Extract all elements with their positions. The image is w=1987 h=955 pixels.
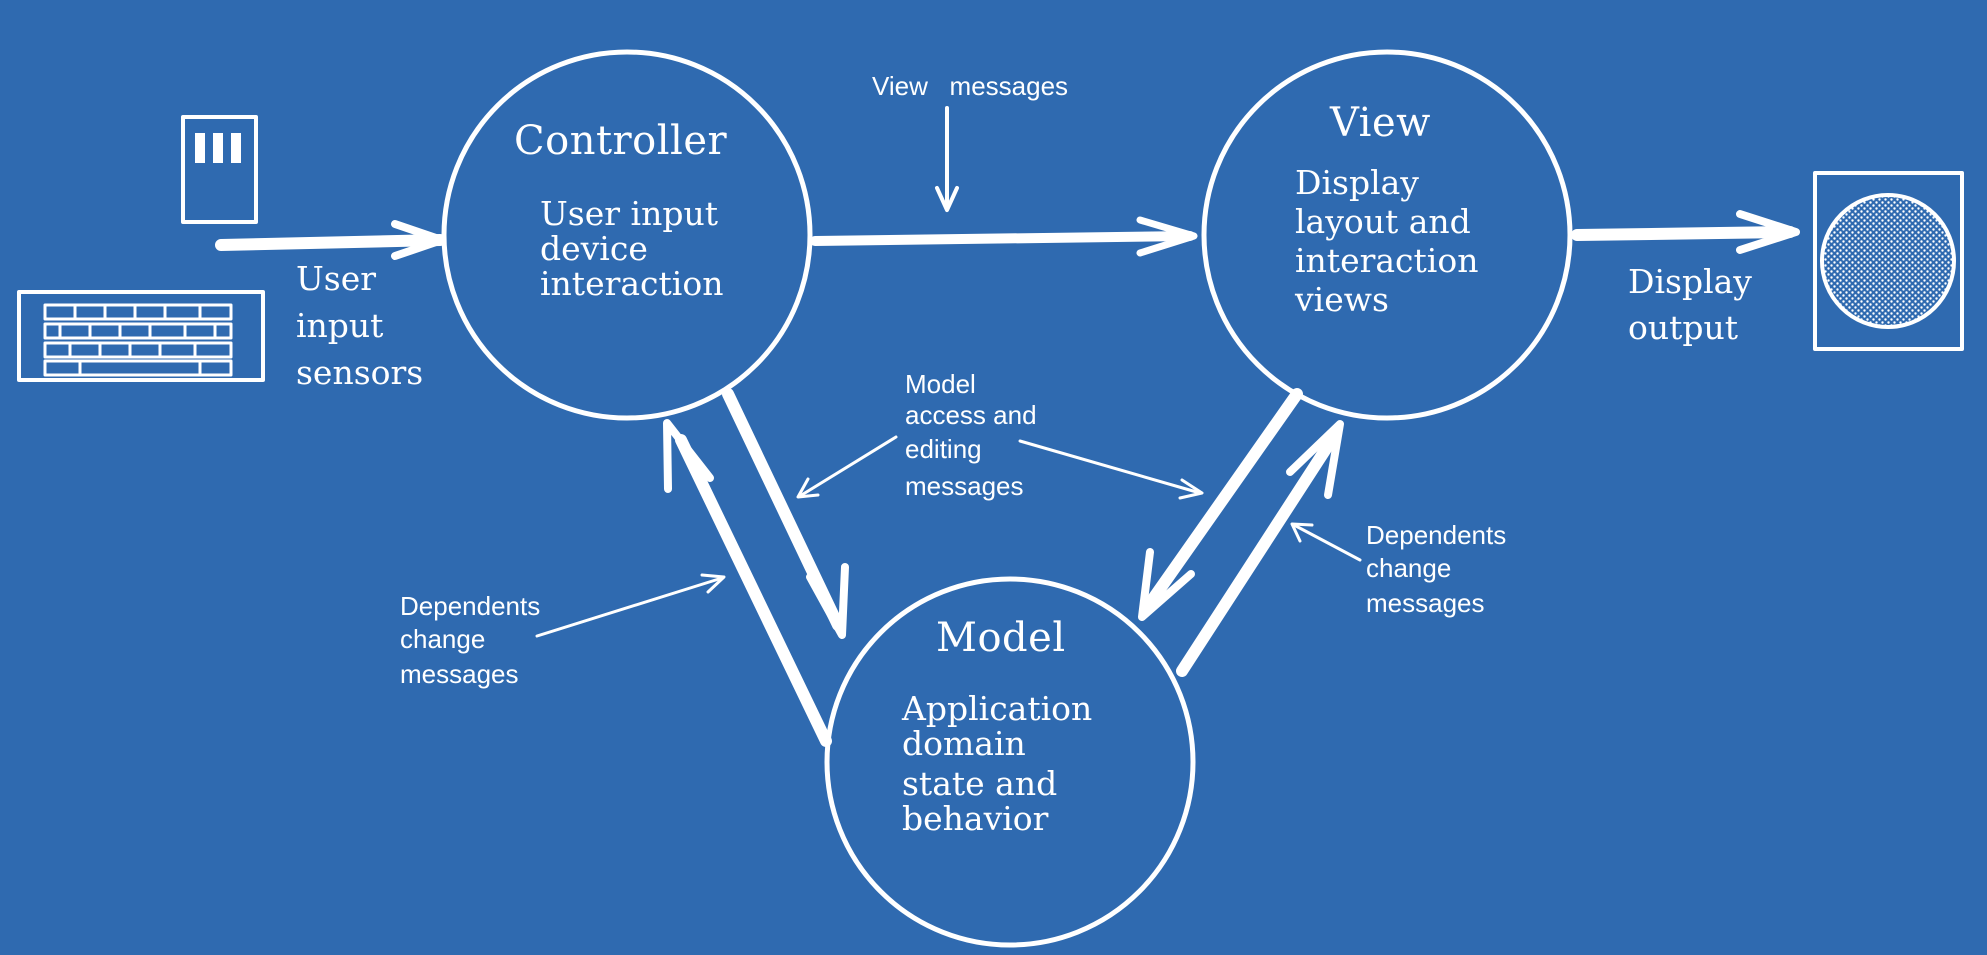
model-line-2: domain <box>902 724 1026 763</box>
view-line-3: interaction <box>1295 241 1478 280</box>
dependents-left-line-3: messages <box>400 659 519 689</box>
view-messages-arrow <box>935 106 959 212</box>
model-circle <box>824 576 1196 948</box>
dependents-left-line-2: change <box>400 624 485 654</box>
view-to-display-arrow <box>1571 210 1800 254</box>
dependents-pointer-left <box>535 573 726 638</box>
controller-line-1: User input <box>540 194 718 233</box>
model-to-view-arrow <box>1176 420 1344 677</box>
view-line-4: views <box>1294 280 1389 319</box>
keyboard-icon <box>17 290 265 382</box>
view-line-2: layout and <box>1295 202 1471 241</box>
model-to-controller-arrow <box>663 419 832 747</box>
view-to-model-arrow <box>1138 388 1303 621</box>
user-input-sensors-line-1: User <box>296 259 376 298</box>
dependents-left-line-1: Dependents <box>400 591 540 621</box>
view-messages-label: View messages <box>872 71 1068 101</box>
model-access-pointer-right <box>1018 439 1204 500</box>
mouse-icon <box>181 115 258 224</box>
model-access-line-4: messages <box>905 471 1024 501</box>
dependents-right-line-1: Dependents <box>1366 520 1506 550</box>
controller-line-2: device <box>540 229 648 268</box>
user-input-sensors-line-2: input <box>296 306 383 345</box>
model-title: Model <box>936 615 1066 661</box>
controller-title: Controller <box>514 118 727 164</box>
display-output-line-1: Display <box>1628 262 1752 301</box>
controller-to-view-arrow <box>810 216 1198 257</box>
view-circle <box>1201 49 1573 421</box>
dependents-pointer-right <box>1290 522 1362 562</box>
controller-circle <box>441 49 813 421</box>
controller-to-model-arrow <box>722 388 849 639</box>
input-arrow <box>215 220 446 260</box>
view-title: View <box>1329 100 1431 146</box>
model-line-1: Application <box>901 689 1092 728</box>
model-access-pointer-left <box>796 435 898 499</box>
view-line-1: Display <box>1295 163 1419 202</box>
dependents-right-line-3: messages <box>1366 588 1485 618</box>
dependents-right-line-2: change <box>1366 553 1451 583</box>
user-input-sensors-line-3: sensors <box>296 353 423 392</box>
model-access-line-1: Model <box>905 369 976 399</box>
model-line-4: behavior <box>902 799 1049 838</box>
controller-line-3: interaction <box>540 264 723 303</box>
model-access-line-3: editing <box>905 434 982 464</box>
model-line-3: state and <box>902 764 1057 803</box>
display-monitor-icon <box>1813 171 1964 351</box>
display-output-line-2: output <box>1628 308 1738 347</box>
model-access-line-2: access and <box>905 400 1037 430</box>
